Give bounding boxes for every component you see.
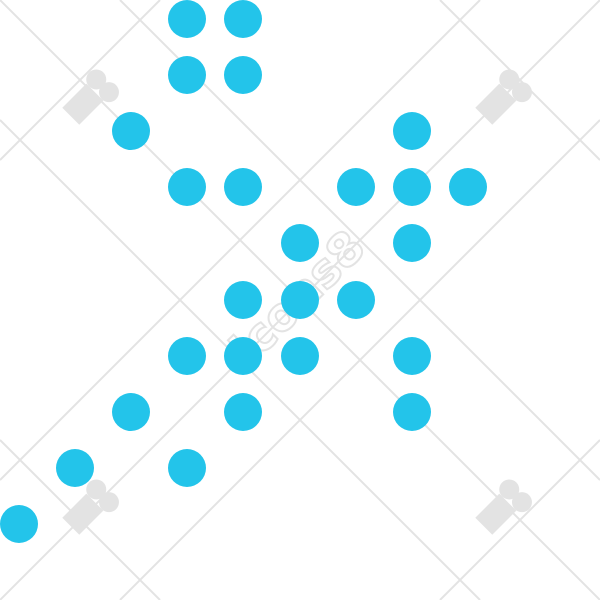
wand-dot: [281, 337, 319, 375]
wand-dot: [393, 337, 431, 375]
wand-dot: [0, 505, 38, 543]
watermark-logo-icon: [62, 69, 119, 125]
wand-dot: [449, 168, 487, 206]
watermark-line: [439, 0, 600, 161]
wand-dot: [281, 281, 319, 319]
watermark-logo-icon: [475, 479, 532, 535]
wand-dot: [393, 393, 431, 431]
watermark-logo-icon: [475, 69, 532, 125]
wand-dot: [112, 112, 150, 150]
watermark-logo-icon: [62, 479, 119, 535]
wand-dot: [168, 337, 206, 375]
wand-dot: [393, 168, 431, 206]
wand-dot: [168, 168, 206, 206]
wand-dot: [224, 168, 262, 206]
watermark-line: [119, 119, 600, 600]
wand-dot: [168, 0, 206, 38]
wand-dot: [281, 224, 319, 262]
wand-dot: [224, 337, 262, 375]
watermark-line: [0, 0, 481, 481]
wand-dot: [337, 168, 375, 206]
wand-dot: [168, 56, 206, 94]
watermark-line: [439, 439, 600, 600]
watermark-logos: [62, 69, 532, 535]
wand-dot: [168, 449, 206, 487]
wand-dot: [224, 0, 262, 38]
wand-dot: [112, 393, 150, 431]
wand-dot: [224, 56, 262, 94]
wand-dot: [337, 281, 375, 319]
wand-dots: [0, 0, 487, 543]
wand-dot: [224, 281, 262, 319]
wand-dot: [393, 224, 431, 262]
wand-dot: [224, 393, 262, 431]
wand-dot: [393, 112, 431, 150]
watermark-line: [0, 0, 161, 161]
wand-dot: [56, 449, 94, 487]
